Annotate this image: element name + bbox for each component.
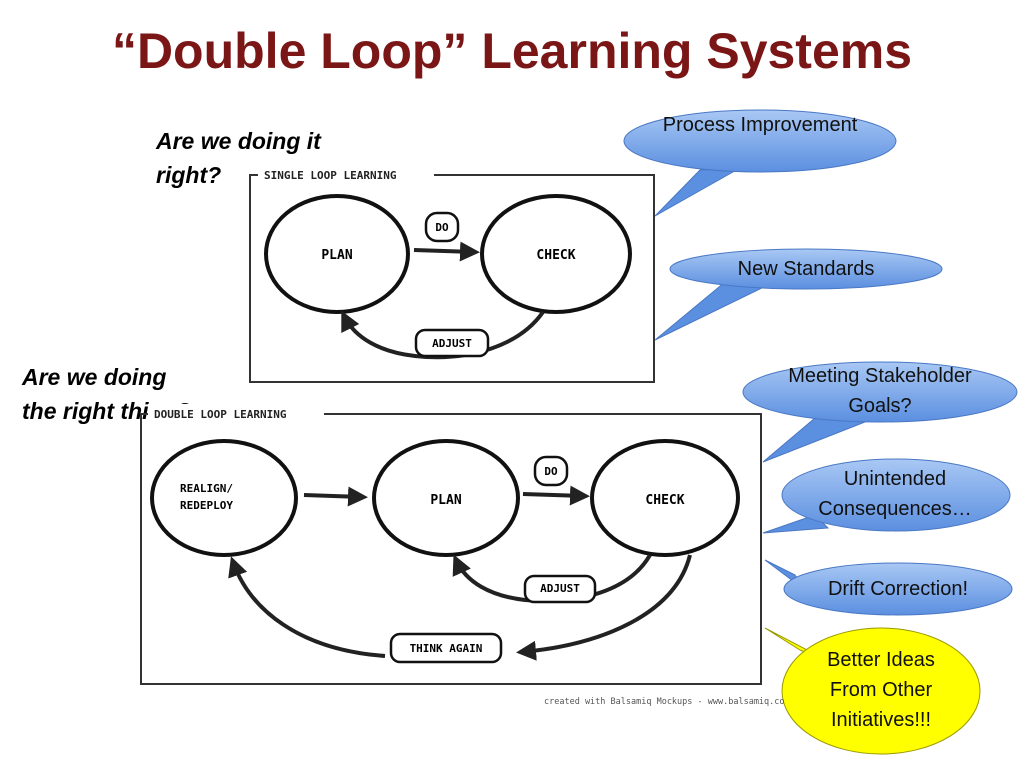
single-loop-label: SINGLE LOOP LEARNING [264, 169, 397, 182]
think-again-badge [389, 632, 503, 664]
check-to-think-arrow [516, 554, 692, 661]
single-do-badge [424, 211, 460, 243]
single-do-arrow [413, 241, 480, 262]
balsamiq-credit: created with Balsamiq Mockups - www.bals… [544, 697, 784, 707]
single-check-node [480, 194, 632, 314]
callout-process-text: Process Improvement [662, 114, 858, 136]
single-loop-frame [249, 174, 655, 383]
callout-better-text: Better Ideas From Other Initiatives!!! [827, 649, 935, 731]
double-loop-label: DOUBLE LOOP LEARNING [154, 408, 287, 421]
single-loop-diagram: SINGLE LOOP LEARNING PLAN CHECK DO ADJUS… [249, 165, 655, 383]
page-title: “Double Loop” Learning Systems [111, 23, 913, 79]
single-plan-node [264, 194, 410, 314]
realign-label-line1: REALIGN/ [180, 482, 233, 495]
single-adjust-label: ADJUST [432, 337, 472, 350]
double-plan-node [372, 439, 520, 557]
double-adjust-label: ADJUST [540, 582, 580, 595]
realign-to-plan-arrow [303, 486, 368, 507]
callout-stakeholder-goals [742, 361, 1018, 463]
single-adjust-badge [414, 328, 490, 358]
callout-unintended-text: Unintended Consequences… [818, 468, 972, 520]
double-check-node [590, 439, 740, 557]
realign-node [150, 439, 298, 557]
question-single-loop: Are we doing it right? [156, 128, 321, 188]
callout-drift-text: Drift Correction! [827, 578, 969, 600]
callout-unintended-consequences [762, 458, 1011, 534]
double-do-arrow [522, 485, 590, 506]
callout-new-standards [654, 248, 943, 341]
callout-better-ideas [764, 627, 981, 755]
double-plan-label: PLAN [430, 493, 461, 508]
double-do-badge [533, 455, 569, 487]
single-do-label: DO [435, 221, 449, 234]
callout-standards-text: New Standards [737, 258, 875, 280]
think-to-realign-arrow [228, 556, 386, 658]
callout-process-improvement [623, 109, 897, 217]
callout-drift-correction [764, 559, 1013, 616]
double-check-label: CHECK [645, 493, 684, 508]
callout-stakeholder-text: Meeting Stakeholder Goals? [788, 365, 972, 417]
double-do-label: DO [544, 465, 558, 478]
double-adjust-badge [523, 574, 597, 604]
double-loop-frame [140, 413, 762, 685]
single-check-label: CHECK [536, 248, 575, 263]
realign-label-line2: REDEPLOY [180, 499, 233, 512]
think-again-label: THINK AGAIN [410, 642, 483, 655]
double-loop-diagram: DOUBLE LOOP LEARNING REALIGN/ REDEPLOY P… [140, 404, 762, 685]
single-plan-label: PLAN [321, 248, 352, 263]
